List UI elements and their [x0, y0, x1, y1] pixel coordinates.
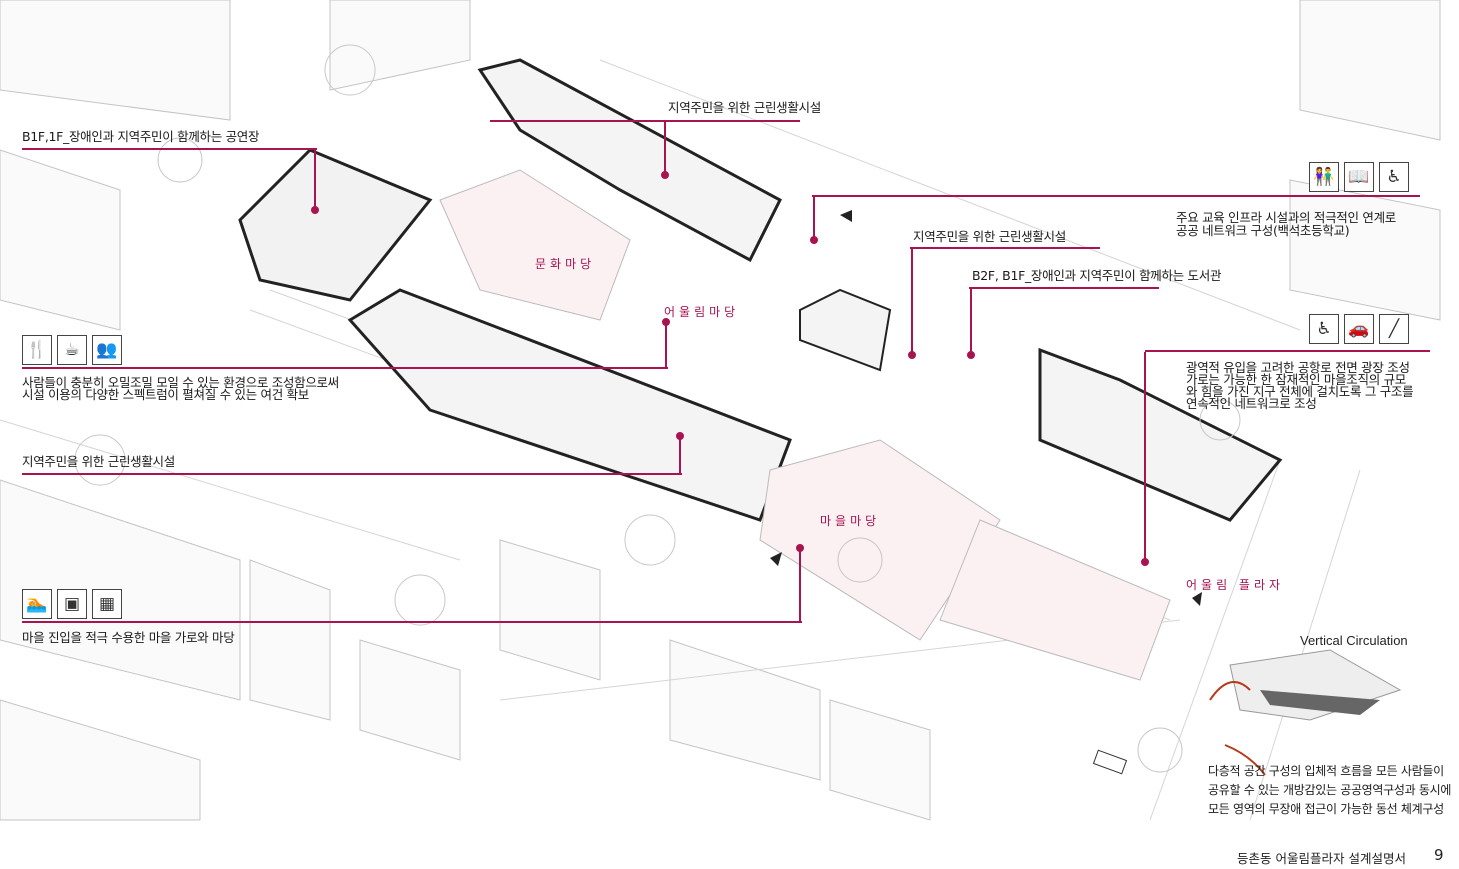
callout-line-gather	[22, 367, 668, 369]
gather-line-1: 사람들이 충분히 오밀조밀 모일 수 있는 환경으로 조성함으로써	[22, 375, 339, 390]
facility-left-label: 지역주민을 위한 근린생활시설	[22, 454, 175, 469]
callout-line-library	[969, 287, 1159, 289]
school-line-1: 주요 교육 인프라 시설과의 적극적인 연계로	[1176, 210, 1396, 225]
zone-eoullim-plaza: 어울림 플라자	[1186, 578, 1285, 592]
vertical-circulation-text: 다층적 공간 구성의 입체적 흐름을 모든 사람들이 공유할 수 있는 개방감있…	[1208, 762, 1451, 819]
zone-village-madang: 마을마당	[820, 514, 881, 528]
village-icons: 🏊 ▣ ▦	[22, 589, 122, 619]
plaza-icons: ♿ 🚗 ╱	[1309, 314, 1409, 344]
zone-culture-madang: 문화마당	[535, 257, 596, 271]
facility-mid-label: 지역주민을 위한 근린생활시설	[913, 229, 1066, 244]
plaza-line-3: 와 힘을 가진 지구 전체에 걸치도록 그 구조를	[1186, 384, 1414, 399]
plaza-line-1: 광역적 유입을 고려한 공항로 전면 광장 조성	[1186, 360, 1410, 375]
library-label: B2F, B1F_장애인과 지역주민이 함께하는 도서관	[972, 268, 1222, 283]
plaza-line-4: 연속적인 네트워크로 조성	[1186, 396, 1317, 411]
plaza-line-2: 가로는 가능한 한 잠재적인 마을조직의 규모	[1186, 372, 1406, 387]
zone-eoullim-madang: 어울림마당	[664, 305, 740, 319]
gather-text: 사람들이 충분히 오밀조밀 모일 수 있는 환경으로 조성함으로써 시설 이용의…	[22, 375, 339, 402]
callout-line-facility-top	[490, 120, 800, 122]
theater-label: B1F,1F_장애인과 지역주민이 함께하는 공연장	[22, 129, 260, 144]
village-label: 마을 진입을 적극 수용한 마을 가로와 마당	[22, 630, 235, 645]
dining-icon: 🍴	[22, 335, 52, 365]
cafe-icon: ☕	[57, 335, 87, 365]
bench-icon: ╱	[1379, 314, 1409, 344]
children-icon: 👫	[1309, 162, 1339, 192]
plaza-text: 광역적 유입을 고려한 공항로 전면 광장 조성 가로는 가능한 한 잠재적인 …	[1186, 360, 1414, 411]
gather-line-2: 시설 이용의 다양한 스펙트럼이 펼쳐질 수 있는 여건 확보	[22, 387, 309, 402]
theater-icon: ▦	[92, 589, 122, 619]
document-title: 등촌동 어울림플라자 설계설명서	[1237, 851, 1406, 866]
vc-line-2: 공유할 수 있는 개방감있는 공공영역구성과 동시에	[1208, 783, 1452, 797]
book-icon: 📖	[1344, 162, 1374, 192]
page-number: 9	[1434, 846, 1444, 864]
gather-icons: 🍴 ☕ 👥	[22, 335, 122, 365]
school-text: 주요 교육 인프라 시설과의 적극적인 연계로 공공 네트워크 구성(백석초등학…	[1176, 211, 1396, 237]
callout-line-school	[812, 195, 1420, 197]
facility-top-label: 지역주민을 위한 근린생활시설	[668, 100, 821, 115]
vertical-circulation-title: Vertical Circulation	[1300, 633, 1408, 648]
callout-line-facility-mid	[910, 247, 1100, 249]
wheelchair-icon: ♿	[1309, 314, 1339, 344]
vc-line-1: 다층적 공간 구성의 입체적 흐름을 모든 사람들이	[1208, 764, 1444, 778]
meeting-icon: 👥	[92, 335, 122, 365]
school-icons: 👫 📖 ♿	[1309, 162, 1409, 192]
callout-line-village	[22, 621, 802, 623]
vc-line-3: 모든 영역의 무장애 접근이 가능한 동선 체계구성	[1208, 802, 1444, 816]
stage-icon: ▣	[57, 589, 87, 619]
car-icon: 🚗	[1344, 314, 1374, 344]
callout-line-plaza	[1145, 350, 1430, 352]
swimming-icon: 🏊	[22, 589, 52, 619]
teacher-wheelchair-icon: ♿	[1379, 162, 1409, 192]
callout-line-theater	[22, 148, 317, 150]
callout-line-facility-left	[22, 473, 682, 475]
school-line-2: 공공 네트워크 구성(백석초등학교)	[1176, 223, 1350, 238]
